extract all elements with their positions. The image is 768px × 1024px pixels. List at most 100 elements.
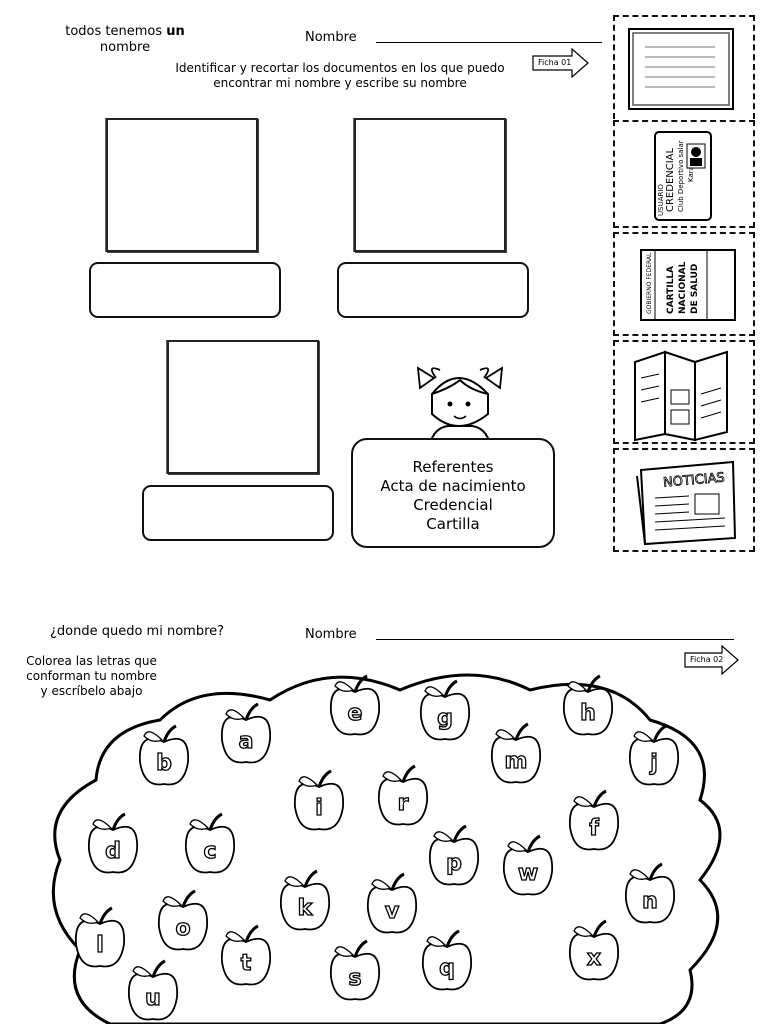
- apple-letter-text: u: [145, 986, 161, 1011]
- apple-letter-text: d: [105, 839, 121, 864]
- club-text: Club Deportivo salar: [677, 140, 685, 212]
- cartilla-text-1: CARTILLA: [666, 266, 676, 314]
- instructions-line-2: encontrar mi nombre y escribe su nombre: [213, 76, 467, 90]
- apple-letter-h[interactable]: h: [563, 674, 613, 736]
- apple-letter-x[interactable]: x: [569, 919, 619, 981]
- document-drop-box[interactable]: [167, 340, 319, 474]
- referentes-heading: Referentes: [412, 458, 494, 476]
- instructions-line-1: Identificar y recortar los documentos en…: [175, 61, 505, 75]
- girl-illustration: [416, 366, 504, 444]
- apple-letter-text: h: [580, 701, 596, 726]
- apple-letter-f[interactable]: f: [569, 789, 619, 851]
- apple-letter-c[interactable]: c: [185, 812, 235, 874]
- apple-letter-text: k: [298, 896, 314, 921]
- apple-letter-b[interactable]: b: [139, 724, 189, 786]
- brochure-icon: [634, 350, 728, 442]
- apple-letter-text: p: [446, 851, 462, 876]
- apple-letter-s[interactable]: s: [330, 939, 380, 1001]
- worksheet-title-1: todos tenemos un nombre: [40, 24, 210, 56]
- title-text: todos tenemos: [65, 24, 167, 39]
- apple-letter-text: f: [589, 816, 599, 841]
- cutout-card-cartilla[interactable]: GOBIERNO FEDERAL CARTILLA NACIONAL DE SA…: [613, 232, 755, 336]
- apple-letter-o[interactable]: o: [158, 889, 208, 951]
- name-write-box[interactable]: [142, 485, 334, 541]
- apple-letter-text: o: [175, 916, 190, 941]
- apple-letter-i[interactable]: i: [294, 769, 344, 831]
- instructions-2-line-2: conforman tu nombre: [26, 669, 157, 683]
- health-card-icon: GOBIERNO FEDERAL CARTILLA NACIONAL DE SA…: [640, 249, 736, 321]
- apple-letter-text: m: [505, 749, 528, 774]
- apple-letter-r[interactable]: r: [378, 764, 428, 826]
- apple-letter-text: x: [587, 946, 601, 971]
- karate-text: Karate: [687, 159, 695, 182]
- apple-letter-a[interactable]: a: [221, 702, 271, 764]
- referente-item: Credencial: [413, 496, 493, 514]
- apple-letter-text: r: [398, 791, 409, 816]
- apple-letter-m[interactable]: m: [491, 722, 541, 784]
- document-drop-box[interactable]: [106, 118, 258, 252]
- cartilla-text-2: NACIONAL: [678, 261, 688, 314]
- apple-letter-j[interactable]: j: [629, 724, 679, 786]
- document-drop-box[interactable]: [354, 118, 506, 252]
- ficha-tag-text-2: Ficha 02: [690, 655, 724, 664]
- arrow-icon: [684, 645, 739, 675]
- name-write-box[interactable]: [89, 262, 281, 318]
- credencial-text: CREDENCIAL: [665, 147, 676, 212]
- usuario-text: USUARIO: [657, 184, 665, 216]
- apple-letter-e[interactable]: e: [330, 674, 380, 736]
- instructions-2-line-3: y escríbelo abajo: [40, 684, 143, 698]
- apple-letter-text: q: [439, 956, 455, 981]
- cutout-card-birth-certificate[interactable]: [613, 15, 755, 119]
- apple-letter-text: t: [241, 951, 252, 976]
- instructions-2-line-1: Colorea las letras que: [26, 654, 157, 668]
- apple-letter-q[interactable]: q: [422, 929, 472, 991]
- title-bold-text: un: [166, 24, 185, 39]
- referentes-box: Referentes Acta de nacimiento Credencial…: [351, 438, 555, 548]
- apple-letter-v[interactable]: v: [367, 872, 417, 934]
- apple-letter-text: b: [156, 751, 172, 776]
- apple-letter-u[interactable]: u: [128, 959, 178, 1021]
- instructions-2: Colorea las letras que conforman tu nomb…: [14, 654, 169, 699]
- apple-letter-l[interactable]: l: [75, 906, 125, 968]
- gobierno-text: GOBIERNO FEDERAL: [646, 252, 653, 314]
- apple-letter-n[interactable]: n: [625, 862, 675, 924]
- cutout-card-brochure[interactable]: [613, 340, 755, 444]
- cutout-card-newspaper[interactable]: NOTICIAS: [613, 448, 755, 552]
- apple-tree: e g h a b m j i r f d c p w n k v l o t q x s u: [51, 673, 722, 1024]
- apple-letter-t[interactable]: t: [221, 924, 271, 986]
- apple-letter-text: l: [96, 933, 104, 958]
- referente-item: Cartilla: [426, 515, 480, 533]
- apple-letter-text: e: [348, 701, 363, 726]
- ficha-tag-2: Ficha 02: [684, 645, 740, 675]
- nombre-label-1: Nombre: [305, 30, 357, 45]
- apple-letter-text: s: [348, 966, 361, 991]
- instructions-1: Identificar y recortar los documentos en…: [160, 61, 520, 91]
- tree-canopy: [51, 673, 722, 1024]
- question-title-2: ¿donde quedo mi nombre?: [50, 624, 225, 639]
- apple-letter-text: g: [437, 706, 453, 731]
- apple-letter-g[interactable]: g: [420, 679, 470, 741]
- referente-item: Acta de nacimiento: [380, 477, 526, 495]
- arrow-icon: [532, 48, 589, 78]
- nombre-line-2[interactable]: [376, 639, 734, 640]
- nombre-label-2: Nombre: [305, 627, 357, 642]
- apple-letter-text: i: [315, 796, 323, 821]
- apple-letter-text: a: [239, 729, 254, 754]
- apple-letter-w[interactable]: w: [503, 834, 553, 896]
- cutout-card-credencial[interactable]: CREDENCIAL Club Deportivo salar Karate U…: [613, 120, 755, 228]
- apple-letter-text: v: [385, 899, 400, 924]
- newspaper-icon: NOTICIAS: [636, 460, 737, 546]
- ficha-tag-1: Ficha 01: [532, 48, 590, 78]
- credential-card-icon: CREDENCIAL Club Deportivo salar Karate U…: [654, 131, 712, 221]
- noticias-text: NOTICIAS: [663, 470, 726, 490]
- apple-letter-d[interactable]: d: [88, 812, 138, 874]
- apple-letter-p[interactable]: p: [429, 824, 479, 886]
- apple-letter-text: j: [649, 751, 658, 776]
- apple-letter-text: w: [518, 861, 538, 886]
- cartilla-text-3: DE SALUD: [690, 264, 700, 314]
- apple-letter-text: n: [642, 889, 658, 914]
- name-write-box[interactable]: [337, 262, 529, 318]
- apple-letter-k[interactable]: k: [280, 869, 330, 931]
- nombre-line-1[interactable]: [376, 42, 602, 43]
- apple-letter-text: c: [203, 839, 216, 864]
